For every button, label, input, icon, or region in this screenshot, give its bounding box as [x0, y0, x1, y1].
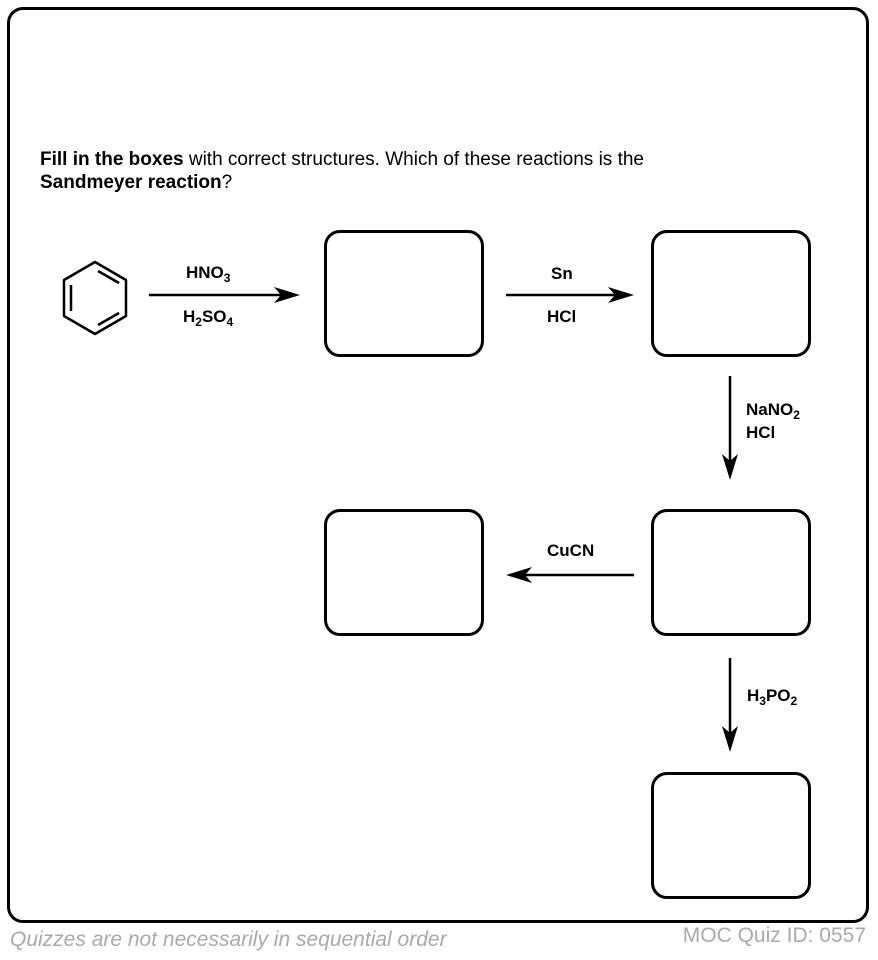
- question-text-1: with correct structures. Which of these …: [183, 149, 644, 170]
- question-text: Fill in the boxes with correct structure…: [40, 148, 800, 194]
- reagent-nano2-main: NaNO: [746, 400, 794, 419]
- arrow-reduction: [506, 287, 634, 303]
- reagent-h3po2-h: H: [747, 686, 760, 705]
- reagent-hno3-subscript: 3: [223, 271, 231, 285]
- reagent-hno3-main: HNO: [186, 263, 224, 282]
- arrowhead-right-icon: [274, 287, 300, 303]
- reagent-cucn: CuCN: [547, 541, 595, 560]
- benzene-ring: [62, 260, 128, 336]
- reagent-nano2-subscript: 2: [793, 408, 800, 422]
- reagent-hcl-2: HCl: [746, 423, 776, 442]
- question-text-2: ?: [221, 172, 233, 193]
- reagent-h3po2-po: PO: [765, 686, 791, 705]
- answer-box-2[interactable]: [651, 230, 811, 357]
- benzene-double-bond-lower-right: [97, 311, 120, 327]
- reagent-h2so4: H2SO4: [183, 307, 234, 329]
- reagent-h2so4-sub-1: 2: [195, 315, 202, 329]
- reagent-h3po2: H3PO2: [747, 686, 798, 708]
- reagent-h2so4-h: H: [183, 307, 196, 326]
- footer-disclaimer: Quizzes are not necessarily in sequentia…: [10, 928, 447, 951]
- arrowhead-left-icon: [506, 567, 532, 583]
- quiz-id: MOC Quiz ID: 0557: [682, 924, 866, 947]
- reagent-hno3: HNO3: [186, 263, 231, 285]
- arrowhead-down-icon: [722, 726, 738, 752]
- answer-box-1[interactable]: [324, 230, 484, 357]
- quiz-frame: [7, 7, 869, 923]
- arrowhead-right-icon: [608, 287, 634, 303]
- arrow-diazotization: [722, 376, 738, 480]
- arrowhead-down-icon: [722, 454, 738, 480]
- reagent-h2so4-sub-2: 4: [226, 315, 234, 329]
- reagent-h3po2-sub-2: 2: [790, 694, 798, 708]
- reagent-hcl: HCl: [547, 307, 577, 326]
- reagent-nano2: NaNO2: [746, 400, 800, 422]
- question-bold-1: Fill in the boxes: [40, 149, 184, 170]
- answer-box-4[interactable]: [324, 509, 484, 636]
- question-bold-2: Sandmeyer reaction: [40, 172, 222, 193]
- benzene-double-bond-upper-right: [97, 269, 120, 285]
- reagent-h2so4-so: SO: [201, 307, 227, 326]
- reagent-sn: Sn: [551, 264, 573, 283]
- answer-box-5[interactable]: [651, 772, 811, 899]
- arrow-nitration: [149, 287, 300, 303]
- arrow-sandmeyer: [506, 567, 634, 583]
- reagent-h3po2-sub-1: 3: [759, 694, 766, 708]
- benzene-structure: [62, 260, 128, 336]
- answer-box-3[interactable]: [651, 509, 811, 636]
- arrow-deamination: [722, 658, 738, 752]
